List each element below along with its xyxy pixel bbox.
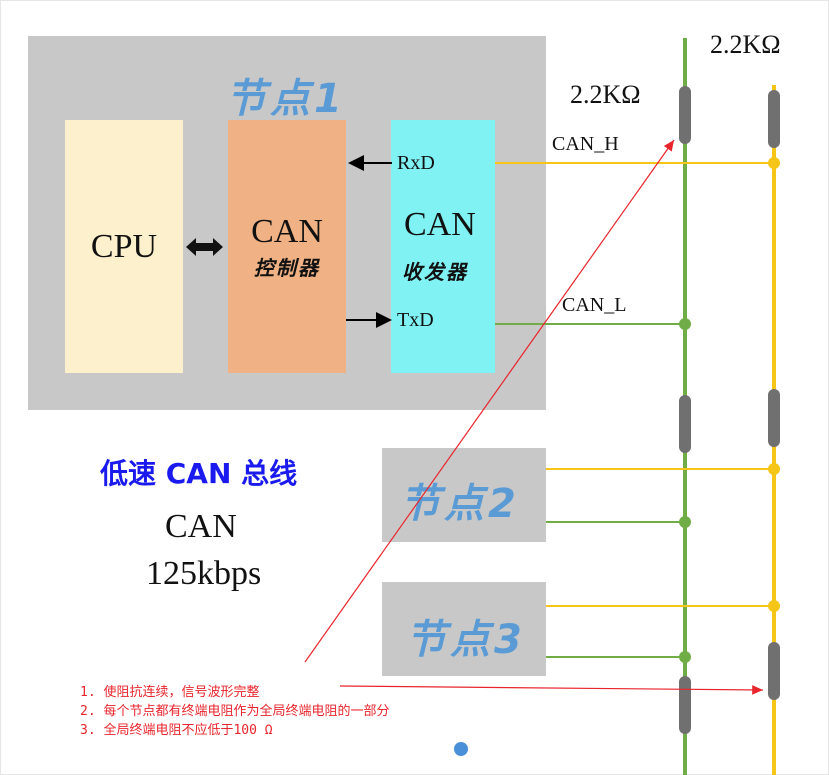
protocol-label: CAN xyxy=(165,508,237,545)
node3-title: 节点3 xyxy=(406,617,526,663)
junction-dot xyxy=(679,318,691,330)
annotation-arrow-up xyxy=(304,139,675,663)
bus-heading: 低速 CAN 总线 xyxy=(100,457,298,490)
note-2: 2. 每个节点都有终端电阻作为全局终端电阻的一部分 xyxy=(80,704,390,719)
can-controller-block: CAN 控制器 xyxy=(228,120,346,373)
node1-title: 节点1 xyxy=(226,76,346,122)
controller-label: CAN xyxy=(251,213,323,250)
junction-dot xyxy=(768,463,780,475)
can-transceiver-block xyxy=(391,120,495,373)
can-l-label: CAN_L xyxy=(562,294,627,316)
node3-panel xyxy=(382,582,546,676)
note-1: 1. 使阻抗连续，信号波形完整 xyxy=(80,685,260,700)
can-h-label: CAN_H xyxy=(552,133,619,155)
junction-dot xyxy=(679,651,691,663)
cpu-controller-double-arrow xyxy=(186,238,223,256)
blue-dot xyxy=(454,742,468,756)
junction-dot xyxy=(679,516,691,528)
node2-panel xyxy=(382,448,546,542)
resistor xyxy=(679,86,691,144)
resistor-label-left: 2.2KΩ xyxy=(570,80,641,109)
cpu-label: CPU xyxy=(90,227,158,265)
transceiver-sublabel: 收发器 xyxy=(402,260,468,284)
junction-dot xyxy=(768,600,780,612)
controller-sublabel: 控制器 xyxy=(254,256,320,280)
resistor xyxy=(768,642,780,700)
resistor xyxy=(768,90,780,148)
cpu-block: CPU xyxy=(65,120,183,373)
junction-dot xyxy=(768,157,780,169)
resistor xyxy=(768,389,780,447)
annotation-arrow-right xyxy=(339,685,764,695)
bitrate-label: 125kbps xyxy=(146,555,262,592)
rxd-label: RxD xyxy=(397,152,435,174)
transceiver-label: CAN xyxy=(404,206,476,243)
resistor-label-right: 2.2KΩ xyxy=(710,30,781,59)
note-3: 3. 全局终端电阻不应低于100 Ω xyxy=(80,723,273,738)
txd-label: TxD xyxy=(397,309,434,331)
node2-title: 节点2 xyxy=(400,481,520,527)
resistor xyxy=(679,676,691,734)
resistor xyxy=(679,395,691,453)
